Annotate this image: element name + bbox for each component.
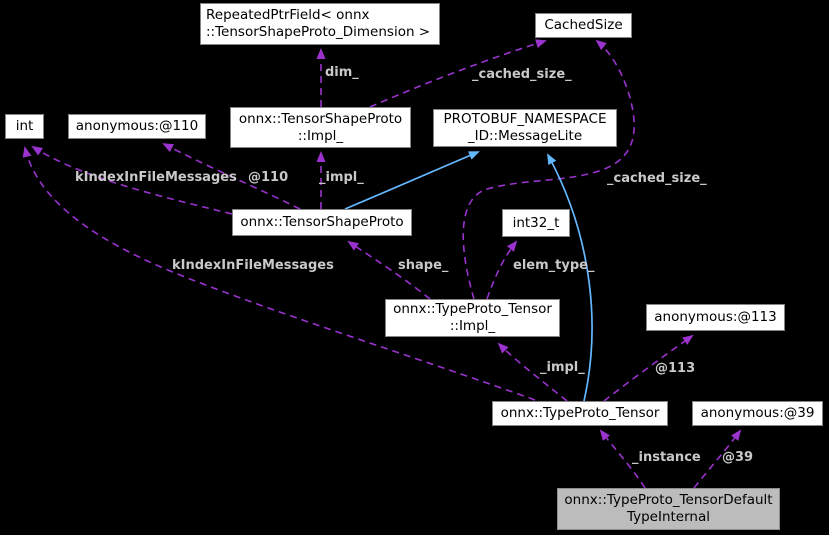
- edge-elemtype: [486, 240, 518, 300]
- edge-at113: [603, 334, 694, 402]
- node-label: onnx::TensorShapeProto: [240, 214, 404, 231]
- edge-instance: [599, 429, 646, 489]
- edge-label-at39: @39: [722, 450, 754, 465]
- node-label: onnx::TypeProto_Tensor: [500, 405, 660, 422]
- edge-label-elem-type: elem_type_: [513, 258, 595, 273]
- inheritance-tensorshapeproto-messagelite: [344, 151, 480, 210]
- node-label: onnx::TensorShapeProto: [238, 110, 403, 127]
- edge-label-impl-top: _impl_: [319, 170, 364, 185]
- node-cachedsize[interactable]: CachedSize: [535, 13, 632, 38]
- node-label: int32_t: [512, 214, 560, 231]
- edge-kindex-typeproto-tensor: [22, 146, 536, 401]
- edge-label-shape: shape_: [398, 258, 449, 273]
- node-label: _ID::MessageLite: [467, 128, 583, 144]
- node-typeproto-tensordefaulttypeinternal-current: onnx::TypeProto_TensorDefault TypeIntern…: [557, 488, 780, 530]
- node-label: ::Impl_: [297, 127, 344, 144]
- node-label: RepeatedPtrField< onnx: [206, 7, 370, 24]
- edge-kindex-tensorshapeproto: [31, 145, 233, 215]
- edge-label-cached-size-top: _cached_size_: [472, 67, 572, 82]
- node-label: CachedSize: [544, 17, 623, 34]
- edge-at39: [693, 429, 742, 489]
- edge-shape: [347, 240, 431, 300]
- node-tensorshapeproto[interactable]: onnx::TensorShapeProto: [232, 209, 412, 236]
- node-label: onnx::TypeProto_Tensor: [393, 301, 552, 318]
- edge-label-at113: @113: [655, 361, 696, 376]
- node-label: TypeInternal: [626, 509, 711, 525]
- node-label: ::Impl_: [449, 318, 496, 334]
- node-label: int: [15, 118, 34, 135]
- node-label: anonymous:@110: [75, 118, 199, 135]
- edge-label-cached-size-right: _cached_size_: [607, 171, 707, 186]
- edge-label-at110: @110: [248, 170, 289, 185]
- node-tensorshapeproto-impl[interactable]: onnx::TensorShapeProto ::Impl_: [230, 107, 411, 148]
- edge-at110: [162, 143, 301, 210]
- edge-label-kindexinfilemessages-1: kIndexInFileMessages: [75, 170, 237, 185]
- edge-cachedsize-typeproto-tensor-impl: [462, 39, 635, 300]
- edge-label-impl-bottom: _impl_: [540, 360, 585, 375]
- node-label: onnx::TypeProto_TensorDefault: [564, 492, 773, 509]
- node-repeatedptrfield-tensorshapeproto-dimension[interactable]: RepeatedPtrField< onnx ::TensorShapeProt…: [200, 3, 440, 45]
- node-label: anonymous:@39: [700, 405, 815, 422]
- edge-label-kindexinfilemessages-2: kIndexInFileMessages: [172, 258, 334, 273]
- node-label: ::TensorShapeProto_Dimension >: [206, 24, 431, 40]
- edge-label-dim: dim_: [325, 65, 359, 80]
- node-typeproto-tensor-impl[interactable]: onnx::TypeProto_Tensor ::Impl_: [385, 299, 560, 337]
- node-int32-t[interactable]: int32_t: [502, 209, 570, 237]
- node-label: anonymous:@113: [654, 309, 777, 326]
- node-anonymous-39[interactable]: anonymous:@39: [692, 401, 823, 426]
- inheritance-typeproto-tensor-messagelite: [547, 153, 593, 402]
- edge-label-instance: _instance: [632, 450, 701, 465]
- node-typeproto-tensor[interactable]: onnx::TypeProto_Tensor: [492, 401, 668, 426]
- node-int[interactable]: int: [5, 114, 44, 139]
- node-label: PROTOBUF_NAMESPACE: [443, 111, 607, 128]
- node-messagelite[interactable]: PROTOBUF_NAMESPACE _ID::MessageLite: [433, 109, 617, 147]
- node-anonymous-113[interactable]: anonymous:@113: [646, 304, 785, 331]
- node-anonymous-110[interactable]: anonymous:@110: [68, 114, 206, 139]
